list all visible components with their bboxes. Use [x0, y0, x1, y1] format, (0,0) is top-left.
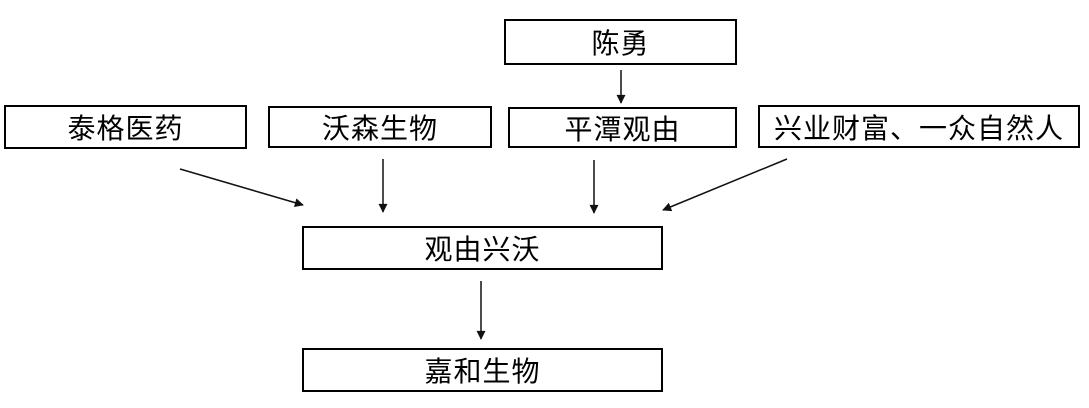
arrow-taige-to-guanyou [179, 168, 304, 208]
node-wosen-shengwu: 沃森生物 [268, 106, 492, 148]
node-taige-yiyao: 泰格医药 [4, 105, 247, 149]
node-pingtan-guanyou: 平潭观由 [508, 107, 737, 148]
node-xingye-caifu-natural-persons: 兴业财富、一众自然人 [758, 105, 1080, 148]
node-chen-yong: 陈勇 [504, 19, 737, 65]
arrow-xingye-to-guanyou [662, 158, 788, 212]
node-guanyou-xingwo: 观由兴沃 [302, 226, 663, 270]
node-jiahe-shengwu: 嘉和生物 [302, 348, 663, 392]
